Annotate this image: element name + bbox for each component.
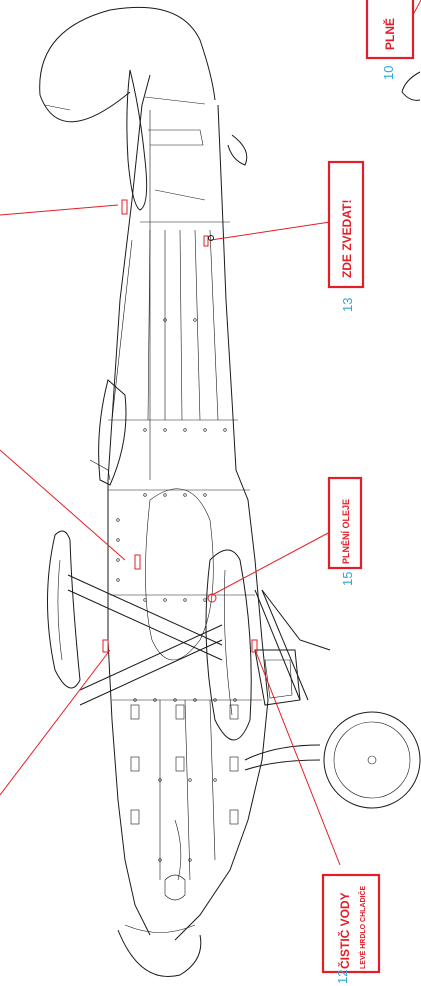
label-12-subtext: LEVÉ HRDLO CHLADIČE xyxy=(358,885,367,969)
label-10-group: PLNĚ 10 xyxy=(365,0,415,80)
label-13-group: ZDE ZVEDAT! 13 xyxy=(327,160,365,312)
label-13-text: ZDE ZVEDAT! xyxy=(340,200,354,278)
label-15-group: PLNĚNÍ OLEJE 15 xyxy=(327,476,363,586)
label-15-box xyxy=(327,476,363,570)
main-wheel xyxy=(323,711,421,809)
label-15-number: 15 xyxy=(340,572,355,586)
rivets xyxy=(116,318,237,862)
wing-struts xyxy=(67,574,309,706)
label-10-text: PLNĚ xyxy=(382,18,397,50)
lower-wing xyxy=(205,549,252,741)
label-12-group: ČISTIČ VODY LEVÉ HRDLO CHLADIČE 12 xyxy=(321,873,381,984)
fuselage-outline xyxy=(39,6,269,977)
label-12-box xyxy=(321,873,381,974)
label-15-text: PLNĚNÍ OLEJE xyxy=(340,499,351,564)
label-13-number: 13 xyxy=(340,298,355,312)
label-12-text: ČISTIČ VODY xyxy=(337,892,352,969)
label-13-box xyxy=(327,160,365,289)
landing-gear xyxy=(244,589,421,809)
label-12-number: 12 xyxy=(335,970,350,984)
label-10-number: 10 xyxy=(381,66,396,80)
callout-lines xyxy=(0,0,421,866)
upper-wing xyxy=(47,530,81,689)
label-10-box xyxy=(365,0,415,60)
